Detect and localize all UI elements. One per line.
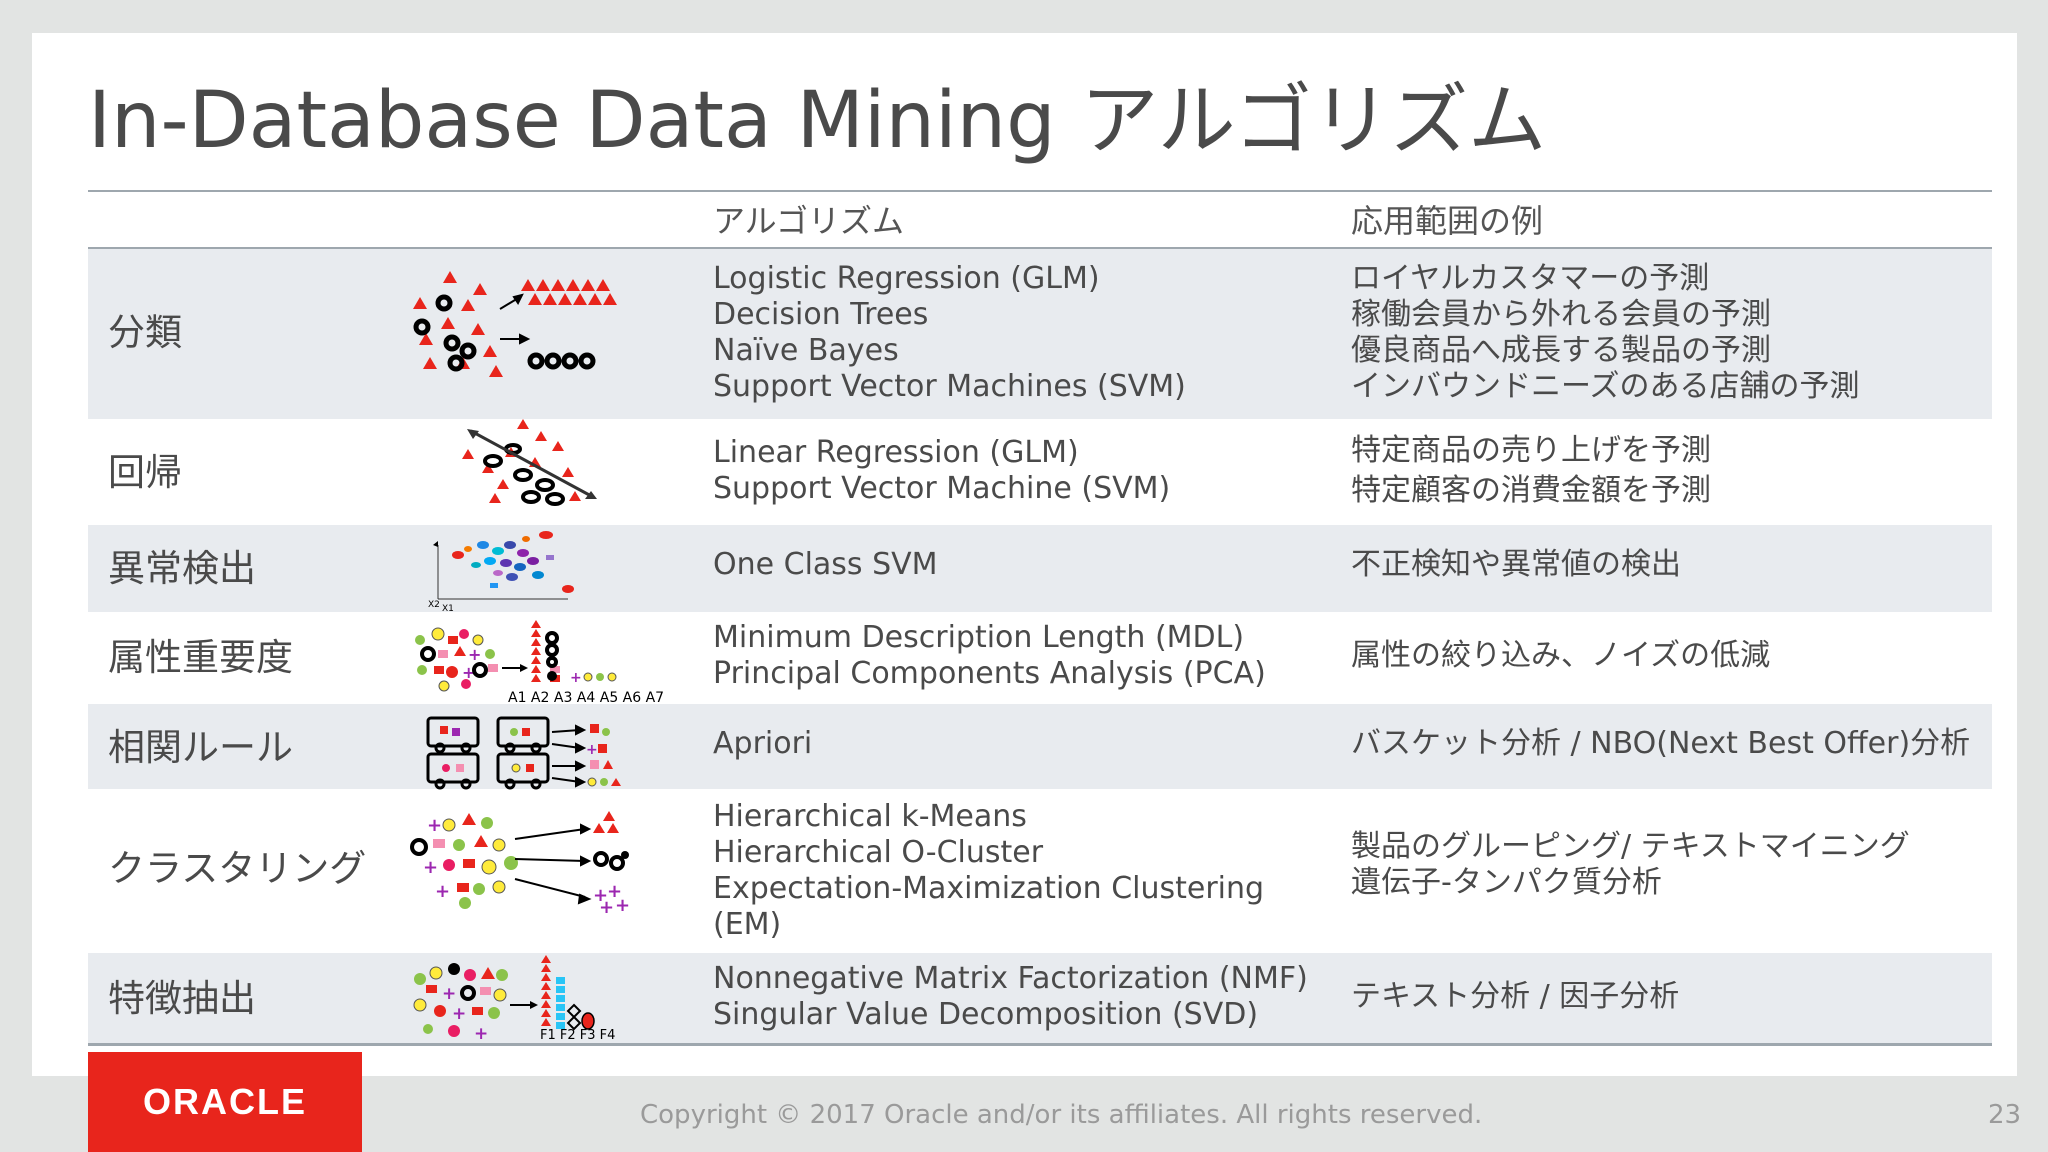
page-number: 23 — [1988, 1100, 2022, 1130]
axis-label: X1 — [442, 604, 454, 614]
svg-text:+: + — [615, 895, 630, 916]
table-bottom-rule — [88, 1043, 1992, 1046]
svg-text:+: + — [435, 881, 450, 902]
algorithm-item: Minimum Description Length (MDL) — [713, 620, 1245, 655]
svg-text:+: + — [442, 984, 456, 1004]
classification-icon — [413, 271, 617, 377]
feature-extraction-icon: + + + F1 F2 F3 F4 — [413, 955, 615, 1044]
usage-list: 属性の絞り込み、ノイズの低減 — [1351, 638, 2001, 674]
icon-cell — [496, 525, 786, 612]
association-rules-icon: + — [426, 716, 621, 790]
algorithm-list: Logistic Regression (GLM) Decision Trees… — [713, 261, 1373, 405]
svg-text:+: + — [593, 885, 608, 906]
header-usage: 応用範囲の例 — [1351, 202, 1544, 240]
algorithm-item: Naïve Bayes — [713, 333, 899, 368]
category-label: クラスタリング — [108, 847, 367, 890]
table-row-classification: 分類 Logistic Regression (GLM) Decision Tr… — [88, 249, 1992, 419]
attribute-importance-icon: + + + A1 A2 A3 A4 A5 A6 A7 — [415, 620, 664, 706]
algorithm-list: Apriori — [713, 726, 1373, 762]
clustering-icon: + + + ++++ — [410, 811, 630, 918]
category-label: 特徴抽出 — [108, 977, 256, 1020]
axis-label: X2 — [428, 600, 440, 610]
header-algorithm: アルゴリズム — [713, 202, 905, 240]
usage-item: 特定商品の売り上げを予測 — [1351, 433, 1711, 468]
algorithm-item: Principal Components Analysis (PCA) — [713, 656, 1266, 691]
table-row-feature-extraction: 特徴抽出 + + + F1 F2 F3 F4 N — [88, 953, 1992, 1044]
algorithm-list: Nonnegative Matrix Factorization (NMF) S… — [713, 961, 1373, 1033]
usage-item: 特定顧客の消費金額を予測 — [1351, 473, 1711, 508]
usage-item: 属性の絞り込み、ノイズの低減 — [1351, 638, 1771, 673]
svg-text:+: + — [570, 670, 582, 686]
copyright-notice: Copyright © 2017 Oracle and/or its affil… — [640, 1100, 1483, 1130]
svg-text:+: + — [468, 645, 481, 664]
attribute-labels: A1 A2 A3 A4 A5 A6 A7 — [508, 690, 664, 706]
usage-list: テキスト分析 / 因子分析 — [1351, 979, 2001, 1015]
table-row-association-rules: 相関ルール + Apriori バスケ — [88, 704, 1992, 790]
usage-item: テキスト分析 / 因子分析 — [1351, 979, 1680, 1014]
table-row-attribute-importance: 属性重要度 + + + A1 A2 A3 A4 A5 A6 A7 — [88, 612, 1992, 706]
usage-item: 製品のグルーピング/ テキストマイニング — [1351, 829, 1910, 864]
oracle-logo: ORACLE — [88, 1052, 362, 1152]
regression-icon — [462, 419, 597, 506]
table-row-regression: 回帰 Linear Regression (GLM) Support Vecto… — [88, 419, 1992, 525]
feature-labels: F1 F2 F3 F4 — [540, 1028, 615, 1043]
svg-text:+: + — [474, 1024, 488, 1044]
algorithm-item: Apriori — [713, 726, 813, 761]
algorithm-item: One Class SVM — [713, 547, 938, 582]
logo-text: ORACLE — [143, 1081, 307, 1122]
algorithm-list: Minimum Description Length (MDL) Princip… — [713, 620, 1373, 692]
algorithm-item: Nonnegative Matrix Factorization (NMF) — [713, 961, 1308, 996]
table-top-rule — [88, 190, 1992, 192]
svg-text:+: + — [599, 897, 614, 918]
algorithm-item: Support Vector Machine (SVM) — [713, 471, 1171, 506]
usage-item: バスケット分析 / NBO(Next Best Offer)分析 — [1351, 726, 1971, 761]
usage-item: 優良商品へ成長する製品の予測 — [1351, 333, 1771, 368]
algorithm-item: Logistic Regression (GLM) — [713, 261, 1100, 296]
algorithm-item: Singular Value Decomposition (SVD) — [713, 997, 1259, 1032]
usage-item: インバウンドニーズのある店舗の予測 — [1351, 369, 1860, 404]
algorithm-list: Hierarchical k-Means Hierarchical O-Clus… — [713, 799, 1373, 943]
usage-list: ロイヤルカスタマーの予測 稼働会員から外れる会員の予測 優良商品へ成長する製品の… — [1351, 261, 2001, 405]
category-label: 回帰 — [108, 451, 182, 494]
algorithm-item: Hierarchical O-Cluster — [713, 835, 1044, 870]
algorithm-item: Linear Regression (GLM) — [713, 435, 1079, 470]
category-label: 属性重要度 — [108, 636, 293, 679]
page-title: In-Database Data Mining アルゴリズム — [88, 76, 1547, 166]
category-label: 分類 — [108, 311, 182, 354]
algorithm-item: Expectation-Maximization Clustering (EM) — [713, 871, 1265, 942]
category-label: 相関ルール — [108, 726, 293, 769]
icon-cell — [496, 249, 786, 419]
svg-text:+: + — [462, 663, 475, 682]
anomaly-detection-icon: X2 X1 — [428, 531, 574, 614]
algorithm-item: Support Vector Machines (SVM) — [713, 369, 1186, 404]
algorithm-item: Hierarchical k-Means — [713, 799, 1027, 834]
algorithm-list: One Class SVM — [713, 547, 1373, 583]
usage-item: 稼働会員から外れる会員の予測 — [1351, 297, 1771, 332]
usage-list: バスケット分析 / NBO(Next Best Offer)分析 — [1351, 726, 2001, 762]
table-row-clustering: クラスタリング + + + ++++ Hiera — [88, 789, 1992, 953]
svg-text:+: + — [427, 815, 442, 836]
usage-list: 特定商品の売り上げを予測 特定顧客の消費金額を予測 — [1351, 431, 2001, 511]
svg-text:+: + — [452, 1004, 466, 1024]
table-header-rule — [88, 247, 1992, 249]
table-row-anomaly-detection: 異常検出 X2 X1 One Class SVM 不正検知や異常値の検出 — [88, 525, 1992, 614]
algorithm-item: Decision Trees — [713, 297, 929, 332]
svg-text:+: + — [586, 742, 598, 758]
usage-item: 遺伝子-タンパク質分析 — [1351, 865, 1662, 900]
usage-item: ロイヤルカスタマーの予測 — [1351, 261, 1710, 296]
usage-item: 不正検知や異常値の検出 — [1351, 547, 1681, 582]
algorithm-list: Linear Regression (GLM) Support Vector M… — [713, 435, 1373, 507]
svg-text:+: + — [607, 881, 622, 902]
svg-text:+: + — [423, 857, 438, 878]
usage-list: 製品のグルーピング/ テキストマイニング 遺伝子-タンパク質分析 — [1351, 829, 2001, 901]
usage-list: 不正検知や異常値の検出 — [1351, 547, 2001, 583]
category-label: 異常検出 — [108, 547, 256, 590]
